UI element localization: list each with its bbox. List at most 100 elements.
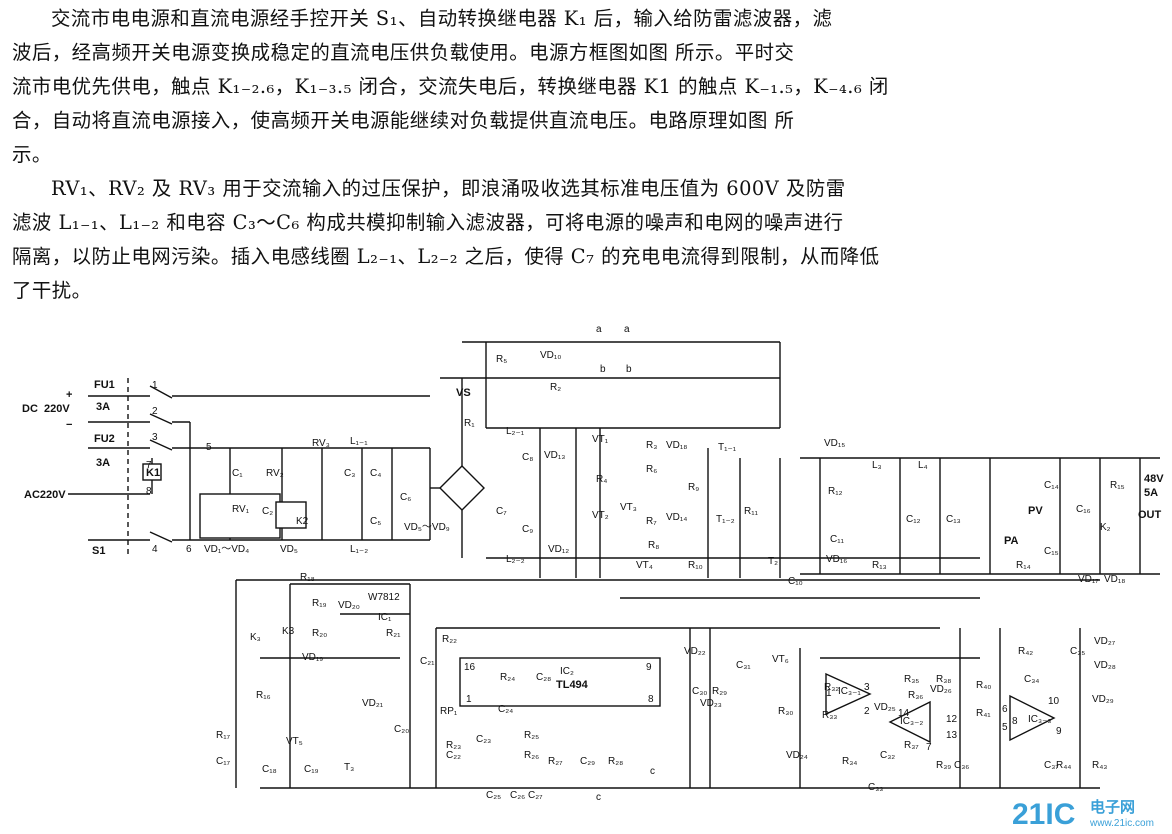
l4-label: L₄ xyxy=(918,460,928,471)
t12-label: T₁₋₂ xyxy=(716,514,735,525)
c18-label: C₁₈ xyxy=(262,764,277,775)
ac-label: AC220V xyxy=(24,489,66,501)
vd14-label: VD₁₄ xyxy=(666,512,687,523)
vt1-label: VT₁ xyxy=(592,434,609,445)
fu2-rating: 3A xyxy=(96,457,110,469)
fu2-label: FU2 xyxy=(94,433,115,445)
vt2-label: VT₂ xyxy=(592,510,609,521)
c35-label: C₃₅ xyxy=(1070,646,1085,657)
net-b-label-1: b xyxy=(600,364,606,375)
dc-label: DC xyxy=(22,403,38,415)
r4-label: R₄ xyxy=(596,474,607,485)
text-line: 示。 xyxy=(12,143,52,166)
r30-label: R₃₀ xyxy=(778,706,793,717)
vd17-label: VD₁₇ xyxy=(1078,574,1099,585)
vd5-9-label: VD₅～VD₉ xyxy=(404,522,450,533)
net-a-label-1: a xyxy=(596,324,602,335)
vd10-label: VD₁₀ xyxy=(540,350,561,361)
vt4-label: VT₄ xyxy=(636,560,653,571)
c23-label: C₂₃ xyxy=(476,734,491,745)
vd18-label: VD₁₈ xyxy=(666,440,687,451)
c29-label: C₂₉ xyxy=(580,756,595,767)
k2-output-label: K₂ xyxy=(1100,522,1111,533)
c10-label: C₁₀ xyxy=(788,576,803,587)
ic2-pin9: 9 xyxy=(646,662,652,673)
watermark-logo: 21IC xyxy=(1012,798,1075,831)
l22-label: L₂₋₂ xyxy=(506,554,525,565)
text-line: 流市电优先供电，触点 K₁₋₂.₆，K₁₋₃.₅ 闭合，交流失电后，转换继电器 … xyxy=(12,75,889,98)
r1-label: R₁ xyxy=(464,418,475,429)
c4-label: C₄ xyxy=(370,468,381,479)
text-line: 交流市电电源和直流电源经手控开关 S₁、自动转换继电器 K₁ 后，输入给防雷滤波… xyxy=(51,7,833,30)
c11-label: C₁₁ xyxy=(830,534,845,545)
net-a-label-2: a xyxy=(624,324,630,335)
c20-label: C₂₀ xyxy=(394,724,409,735)
fu1-rating: 3A xyxy=(96,401,110,413)
r23-label: R₂₃ xyxy=(446,740,461,751)
r32-label: R₃₂ xyxy=(824,682,839,693)
ic2-pin1: 1 xyxy=(466,694,472,705)
description-text: 交流市电电源和直流电源经手控开关 S₁、自动转换继电器 K₁ 后，输入给防雷滤波… xyxy=(12,2,1162,308)
c9-label: C₉ xyxy=(522,524,533,535)
r25-label: R₂₅ xyxy=(524,730,539,741)
t3-label: T₃ xyxy=(344,762,354,773)
text-line: 滤波 L₁₋₁、L₁₋₂ 和电容 C₃～C₆ 构成共模抑制输入滤波器，可将电源的… xyxy=(12,211,844,234)
rp1-label: RP₁ xyxy=(440,706,458,717)
w7812-label: W7812 xyxy=(368,592,400,603)
c19-label: C₁₉ xyxy=(304,764,319,775)
pv-meter-label: PV xyxy=(1028,505,1043,517)
ic3-pin-9: 9 xyxy=(1056,726,1062,737)
text-line: 隔离，以防止电网污染。插入电感线圈 L₂₋₁、L₂₋₂ 之后，使得 C₇ 的充电… xyxy=(12,245,880,268)
vd15-label: VD₁₅ xyxy=(824,438,845,449)
output-current-label: 5A xyxy=(1144,487,1158,499)
vd29-label: VD₂₉ xyxy=(1092,694,1114,705)
vt3-label: VT₃ xyxy=(620,502,637,513)
plus-label: + xyxy=(66,389,72,401)
contact-5: 5 xyxy=(206,442,212,453)
ic2-pin8: 8 xyxy=(648,694,654,705)
ic3-pin-1: 1 xyxy=(826,688,832,699)
output-label: OUT xyxy=(1138,509,1162,521)
c5-label: C₅ xyxy=(370,516,381,527)
r11-label: R₁₁ xyxy=(744,506,759,517)
r38-label: R₃₈ xyxy=(936,674,951,685)
r43-label: R₄₃ xyxy=(1092,760,1107,771)
s1-label: S1 xyxy=(92,545,105,557)
c28-label: C₂₈ xyxy=(536,672,551,683)
r17-label: R₁₇ xyxy=(216,730,231,741)
text-line: 了干扰。 xyxy=(12,279,92,302)
r27-label: R₂₇ xyxy=(548,756,563,767)
c33-label: C₃₃ xyxy=(868,782,883,793)
vd18b-label: VD₁₈ xyxy=(1104,574,1125,585)
r13-label: R₁₃ xyxy=(872,560,887,571)
ic31-label: IC₃₋₁ xyxy=(838,686,861,697)
c26-c27-label: C₂₆ xyxy=(510,790,525,801)
c36-label: C₃₆ xyxy=(954,760,969,771)
c34-label: C₃₄ xyxy=(1024,674,1039,685)
fu1-label: FU1 xyxy=(94,379,115,391)
ic33-label: IC₃₋₃ xyxy=(1028,714,1051,725)
c30-label: C₃₀ xyxy=(692,686,707,697)
ic32-label: IC₃₋₂ xyxy=(900,716,923,727)
ic1-label: IC₁ xyxy=(378,612,392,623)
contact-7: 7 xyxy=(146,460,152,471)
c17-label: C₁₇ xyxy=(216,756,231,767)
vt5-label: VT₅ xyxy=(286,736,303,747)
r2-label: R₂ xyxy=(550,382,561,393)
net-b-label-2: b xyxy=(626,364,632,375)
c25-label: C₂₅ xyxy=(486,790,501,801)
vd13-label: VD₁₃ xyxy=(544,450,565,461)
net-c-label-1: c xyxy=(650,766,655,777)
k3-contact-label: K₃ xyxy=(250,632,261,643)
vd12-label: VD₁₂ xyxy=(548,544,569,555)
ic3-pin-10: 10 xyxy=(1048,696,1060,707)
r21-label: R₂₁ xyxy=(386,628,401,639)
c15-label: C₁₅ xyxy=(1044,546,1059,557)
rv2-label: RV₂ xyxy=(266,468,284,479)
k3-coil-label: K3 xyxy=(282,626,295,637)
r36-label: R₃₆ xyxy=(908,690,923,701)
c2-label: C₂ xyxy=(262,506,273,517)
ic3-pin-5: 5 xyxy=(1002,722,1008,733)
ic3-pin-7: 7 xyxy=(926,742,932,753)
r28-label: R₂₈ xyxy=(608,756,623,767)
